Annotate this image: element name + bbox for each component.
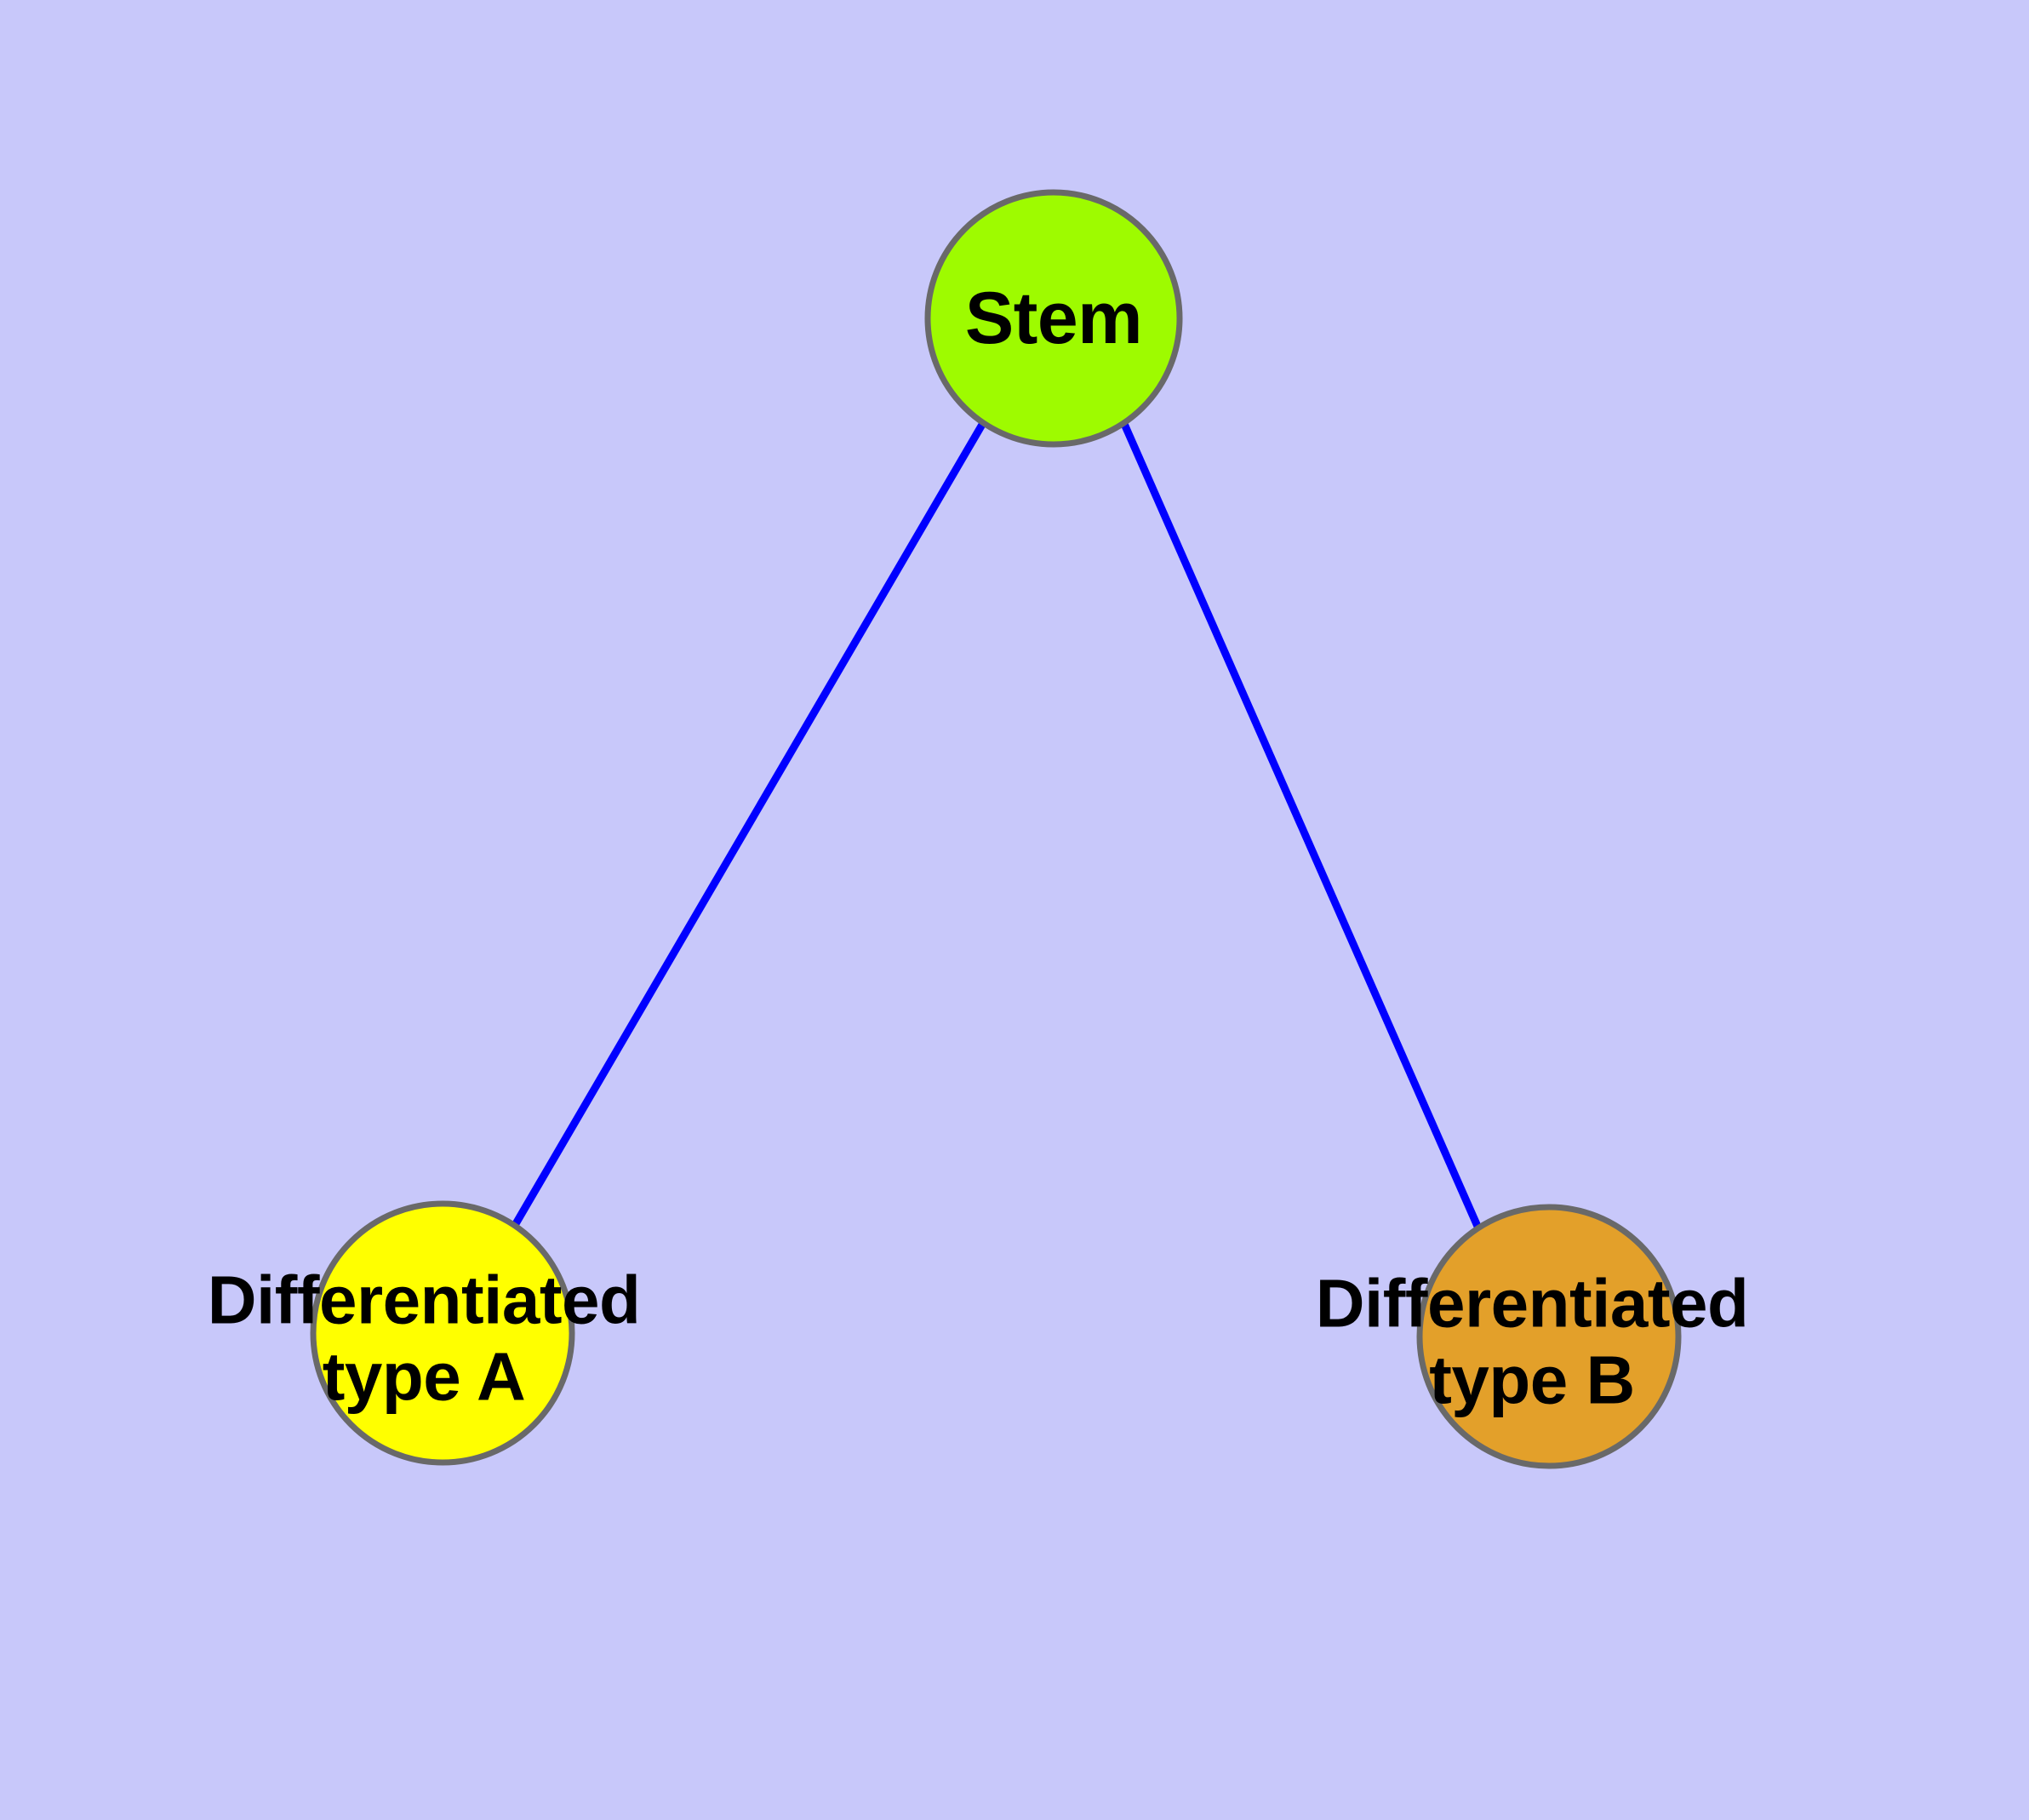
edge-stem-to-differentiated-type-b (1120, 422, 1483, 1232)
node-layer (310, 189, 1682, 1469)
node-circle-differentiated-type-a[interactable] (310, 1200, 575, 1466)
edge-stem-to-differentiated-type-a (511, 421, 986, 1229)
node-circle-stem[interactable] (924, 189, 1183, 448)
edge-layer (511, 421, 1483, 1232)
node-circle-differentiated-type-b[interactable] (1416, 1204, 1682, 1469)
